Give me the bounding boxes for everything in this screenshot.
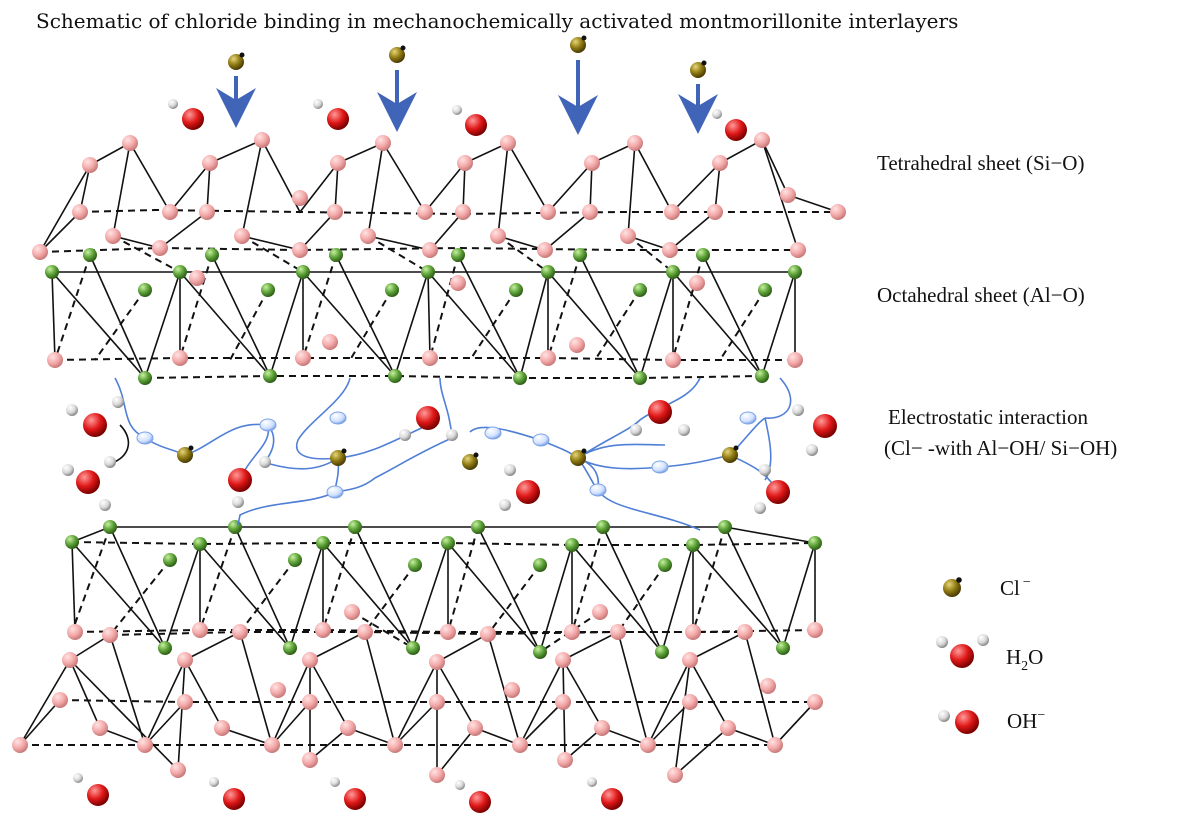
hydroxide-ion (313, 99, 349, 130)
chloride-ion (330, 448, 347, 466)
octahedral-label: Octahedral sheet (Al−O) (877, 283, 1085, 307)
hydroxide-ion (330, 777, 366, 810)
legend-hydroxide: OH− (938, 708, 1045, 734)
water-molecule (228, 456, 271, 508)
al-atoms-bottom (65, 520, 822, 659)
water-molecule (792, 404, 837, 456)
hydroxide-ion (73, 773, 109, 806)
chloride-ion (570, 448, 587, 466)
interlayer-water (62, 396, 837, 514)
incoming-chlorides (216, 35, 718, 135)
legend-chloride-label: Cl− (1000, 575, 1031, 600)
water-molecule (754, 464, 790, 514)
al-atoms-top (45, 248, 802, 385)
hydroxide-ion (455, 780, 491, 813)
si-o-atoms-bottom (12, 604, 823, 783)
chloride-arrow-3 (558, 35, 598, 135)
water-molecule (399, 406, 458, 441)
hydroxide-icon (955, 710, 979, 734)
legend: Cl− H2O OH− (936, 575, 1045, 734)
chloride-arrow-2 (377, 45, 417, 132)
chloride-ion (722, 445, 739, 463)
legend-hydroxide-label: OH− (1007, 708, 1045, 733)
electrostatic-label: Electrostatic interaction (888, 405, 1088, 429)
water-molecule (62, 456, 116, 511)
hydroxide-ion (452, 105, 487, 136)
water-molecule (630, 400, 690, 436)
chloride-ion (462, 452, 479, 470)
legend-chloride: Cl− (943, 575, 1031, 600)
hydroxide-ion (587, 777, 623, 810)
legend-water-label: H2O (1006, 645, 1043, 674)
chloride-ion (177, 445, 194, 463)
chloride-arrow-4 (678, 60, 718, 134)
si-o-atoms-top (32, 132, 846, 368)
chloride-arrow-1 (216, 52, 256, 128)
interlayer-chlorides (177, 445, 739, 470)
legend-water: H2O (936, 634, 1043, 674)
bond-hydrogens (136, 411, 757, 499)
hydroxide-ion (209, 777, 245, 810)
water-molecule (66, 396, 124, 437)
diagram-title: Schematic of chloride binding in mechano… (36, 9, 958, 33)
top-hydroxides (168, 99, 747, 141)
electrostatic-sublabel: (Cl− -with Al−OH/ Si−OH) (884, 436, 1117, 460)
clay-layer-bottom (12, 520, 823, 783)
clay-layer-top (32, 132, 846, 385)
water-icon (950, 644, 974, 668)
tetrahedral-label: Tetrahedral sheet (Si−O) (877, 151, 1084, 175)
hydroxide-ion (712, 109, 747, 141)
water-molecule (499, 464, 540, 511)
hydroxide-ion (168, 99, 204, 130)
electrostatic-bonds (114, 377, 792, 531)
bottom-hydroxides (73, 773, 623, 813)
chloride-icon (943, 579, 961, 597)
